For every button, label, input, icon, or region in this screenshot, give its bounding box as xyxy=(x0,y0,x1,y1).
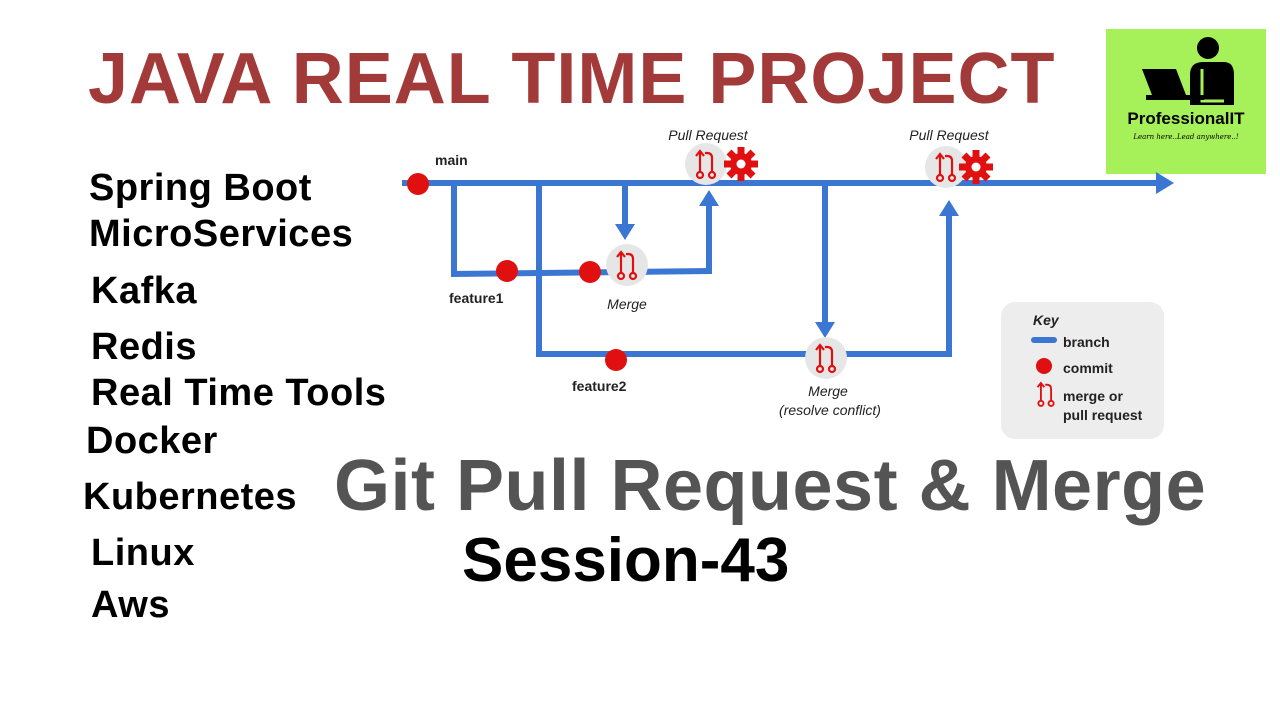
gear-icon xyxy=(724,147,758,181)
merge-icon xyxy=(606,244,648,286)
topic-aws: Aws xyxy=(91,584,170,626)
gear-icon xyxy=(959,150,993,184)
topic-kafka: Kafka xyxy=(91,270,197,312)
legend-branch-label: branch xyxy=(1063,334,1110,350)
merge-label: Merge xyxy=(607,296,647,312)
headline: JAVA REAL TIME PROJECT xyxy=(88,39,1056,119)
person-at-laptop-icon xyxy=(1142,37,1234,105)
pull-request-icon xyxy=(685,143,727,185)
commit-main xyxy=(407,173,429,195)
legend: Key branch commit merge or pull request xyxy=(1001,302,1164,439)
main-arrowhead xyxy=(1156,172,1174,194)
legend-title: Key xyxy=(1033,312,1060,328)
main-to-feature2-arrowhead xyxy=(815,322,835,338)
merge-conflict-sublabel: (resolve conflict) xyxy=(779,402,881,418)
commit-feature2 xyxy=(605,349,627,371)
main-to-feature1-arrowhead xyxy=(615,224,635,240)
commit-feature1-b xyxy=(579,261,601,283)
video-title: Git Pull Request & Merge xyxy=(334,446,1207,526)
session-number: Session-43 xyxy=(462,526,790,595)
topic-docker: Docker xyxy=(86,420,218,462)
legend-merge-icon xyxy=(1036,381,1055,407)
topic-linux: Linux xyxy=(91,532,195,574)
brand-logo: ProfessionalIT Learn here..Lead anywhere… xyxy=(1106,29,1266,174)
merge-conflict-label: Merge xyxy=(808,383,848,399)
pull-request-label: Pull Request xyxy=(909,127,989,143)
topic-kubernetes: Kubernetes xyxy=(83,476,298,518)
legend-commit-label: commit xyxy=(1063,360,1113,376)
legend-merge-label-1: merge or xyxy=(1063,388,1123,404)
pull-request-label: Pull Request xyxy=(668,127,748,143)
pull-request-icon xyxy=(925,146,967,188)
feature1-pr-arrowhead xyxy=(699,190,719,206)
topic-spring-boot: Spring Boot xyxy=(89,167,312,209)
legend-merge-label-2: pull request xyxy=(1063,407,1143,423)
topic-real-time-tools: Real Time Tools xyxy=(91,372,387,414)
topic-redis: Redis xyxy=(91,326,197,368)
legend-commit-swatch xyxy=(1036,358,1052,374)
feature1-branch-label: feature1 xyxy=(449,290,504,306)
commit-feature1-a xyxy=(496,260,518,282)
logo-tagline: Learn here..Lead anywhere..! xyxy=(1133,133,1239,141)
main-branch-label: main xyxy=(435,152,468,168)
merge-icon xyxy=(805,337,847,379)
logo-name: ProfessionalIT xyxy=(1127,109,1245,128)
legend-box xyxy=(1001,302,1164,439)
feature2-branch-label: feature2 xyxy=(572,378,627,394)
topic-microservices: MicroServices xyxy=(89,213,354,255)
feature2-pr-arrowhead xyxy=(939,200,959,216)
